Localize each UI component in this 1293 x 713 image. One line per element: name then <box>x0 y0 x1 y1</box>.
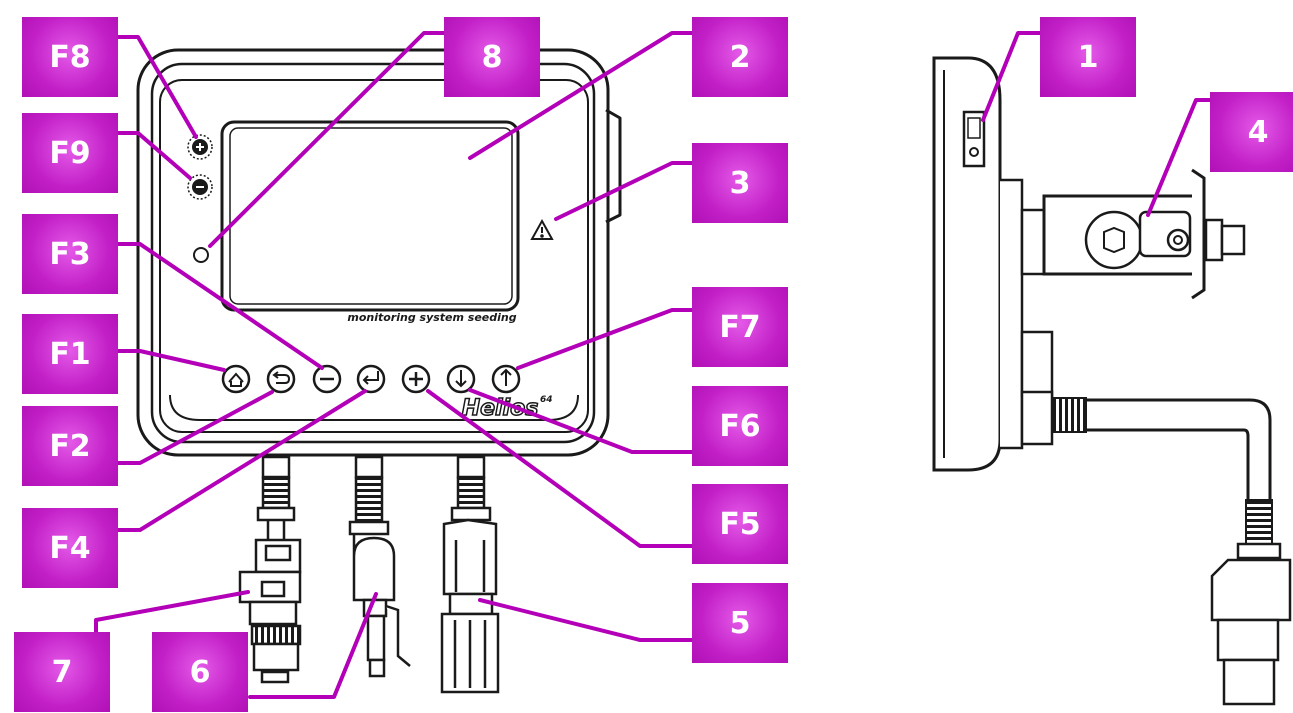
callout-f7: F7 <box>692 287 788 367</box>
leader-f8 <box>118 37 196 137</box>
callout-f6: F6 <box>692 386 788 466</box>
callout-6: 6 <box>152 632 248 712</box>
back-icon <box>268 366 294 392</box>
callout-f1: F1 <box>22 314 118 394</box>
callout-f2-label: F2 <box>49 429 90 464</box>
zoom-in-icon <box>188 135 212 159</box>
callout-4: 4 <box>1210 92 1293 172</box>
callout-8: 8 <box>444 17 540 97</box>
callout-5: 5 <box>692 583 788 663</box>
leader-f7 <box>518 310 692 368</box>
callout-f7-label: F7 <box>719 310 760 345</box>
minus-icon <box>314 366 340 392</box>
callout-5-label: 5 <box>730 606 751 641</box>
callout-4-label: 4 <box>1248 115 1269 150</box>
callout-7: 7 <box>14 632 110 712</box>
callout-f1-label: F1 <box>49 337 90 372</box>
connectors-front <box>240 457 498 692</box>
callout-8-label: 8 <box>482 40 503 75</box>
screen-inner <box>230 128 512 304</box>
leader-3 <box>556 163 692 219</box>
callout-1: 1 <box>1040 17 1136 97</box>
callout-7-label: 7 <box>52 655 73 690</box>
callout-f3-label: F3 <box>49 237 90 272</box>
leader-f3 <box>118 244 322 368</box>
arrow-up-icon <box>493 366 519 392</box>
callout-2: 2 <box>692 17 788 97</box>
callout-f8-label: F8 <box>49 40 90 75</box>
callout-f3: F3 <box>22 214 118 294</box>
status-led <box>194 248 208 262</box>
leader-5 <box>480 600 692 640</box>
function-buttons <box>223 366 519 392</box>
callout-f9-label: F9 <box>49 136 90 171</box>
callout-f8: F8 <box>22 17 118 97</box>
callout-f4-label: F4 <box>49 531 90 566</box>
callout-f6-label: F6 <box>719 409 760 444</box>
callout-2-label: 2 <box>730 40 751 75</box>
callout-f5: F5 <box>692 484 788 564</box>
screen-caption: monitoring system seeding <box>347 311 516 324</box>
screen-outer <box>222 122 518 310</box>
callout-f5-label: F5 <box>719 507 760 542</box>
home-icon <box>223 366 249 392</box>
leader-f9 <box>118 133 190 178</box>
callout-6-label: 6 <box>190 655 211 690</box>
callout-3: 3 <box>692 143 788 223</box>
leader-f1 <box>118 351 224 370</box>
leader-f4 <box>118 391 365 530</box>
callout-1-label: 1 <box>1078 40 1099 75</box>
callout-f2: F2 <box>22 406 118 486</box>
warning-triangle-icon <box>532 221 552 239</box>
callout-f9: F9 <box>22 113 118 193</box>
leader-7 <box>96 592 248 632</box>
brand-suffix: 64 <box>540 395 553 405</box>
enter-icon <box>358 366 384 392</box>
callout-3-label: 3 <box>730 166 751 201</box>
plus-icon <box>403 366 429 392</box>
callout-f4: F4 <box>22 508 118 588</box>
